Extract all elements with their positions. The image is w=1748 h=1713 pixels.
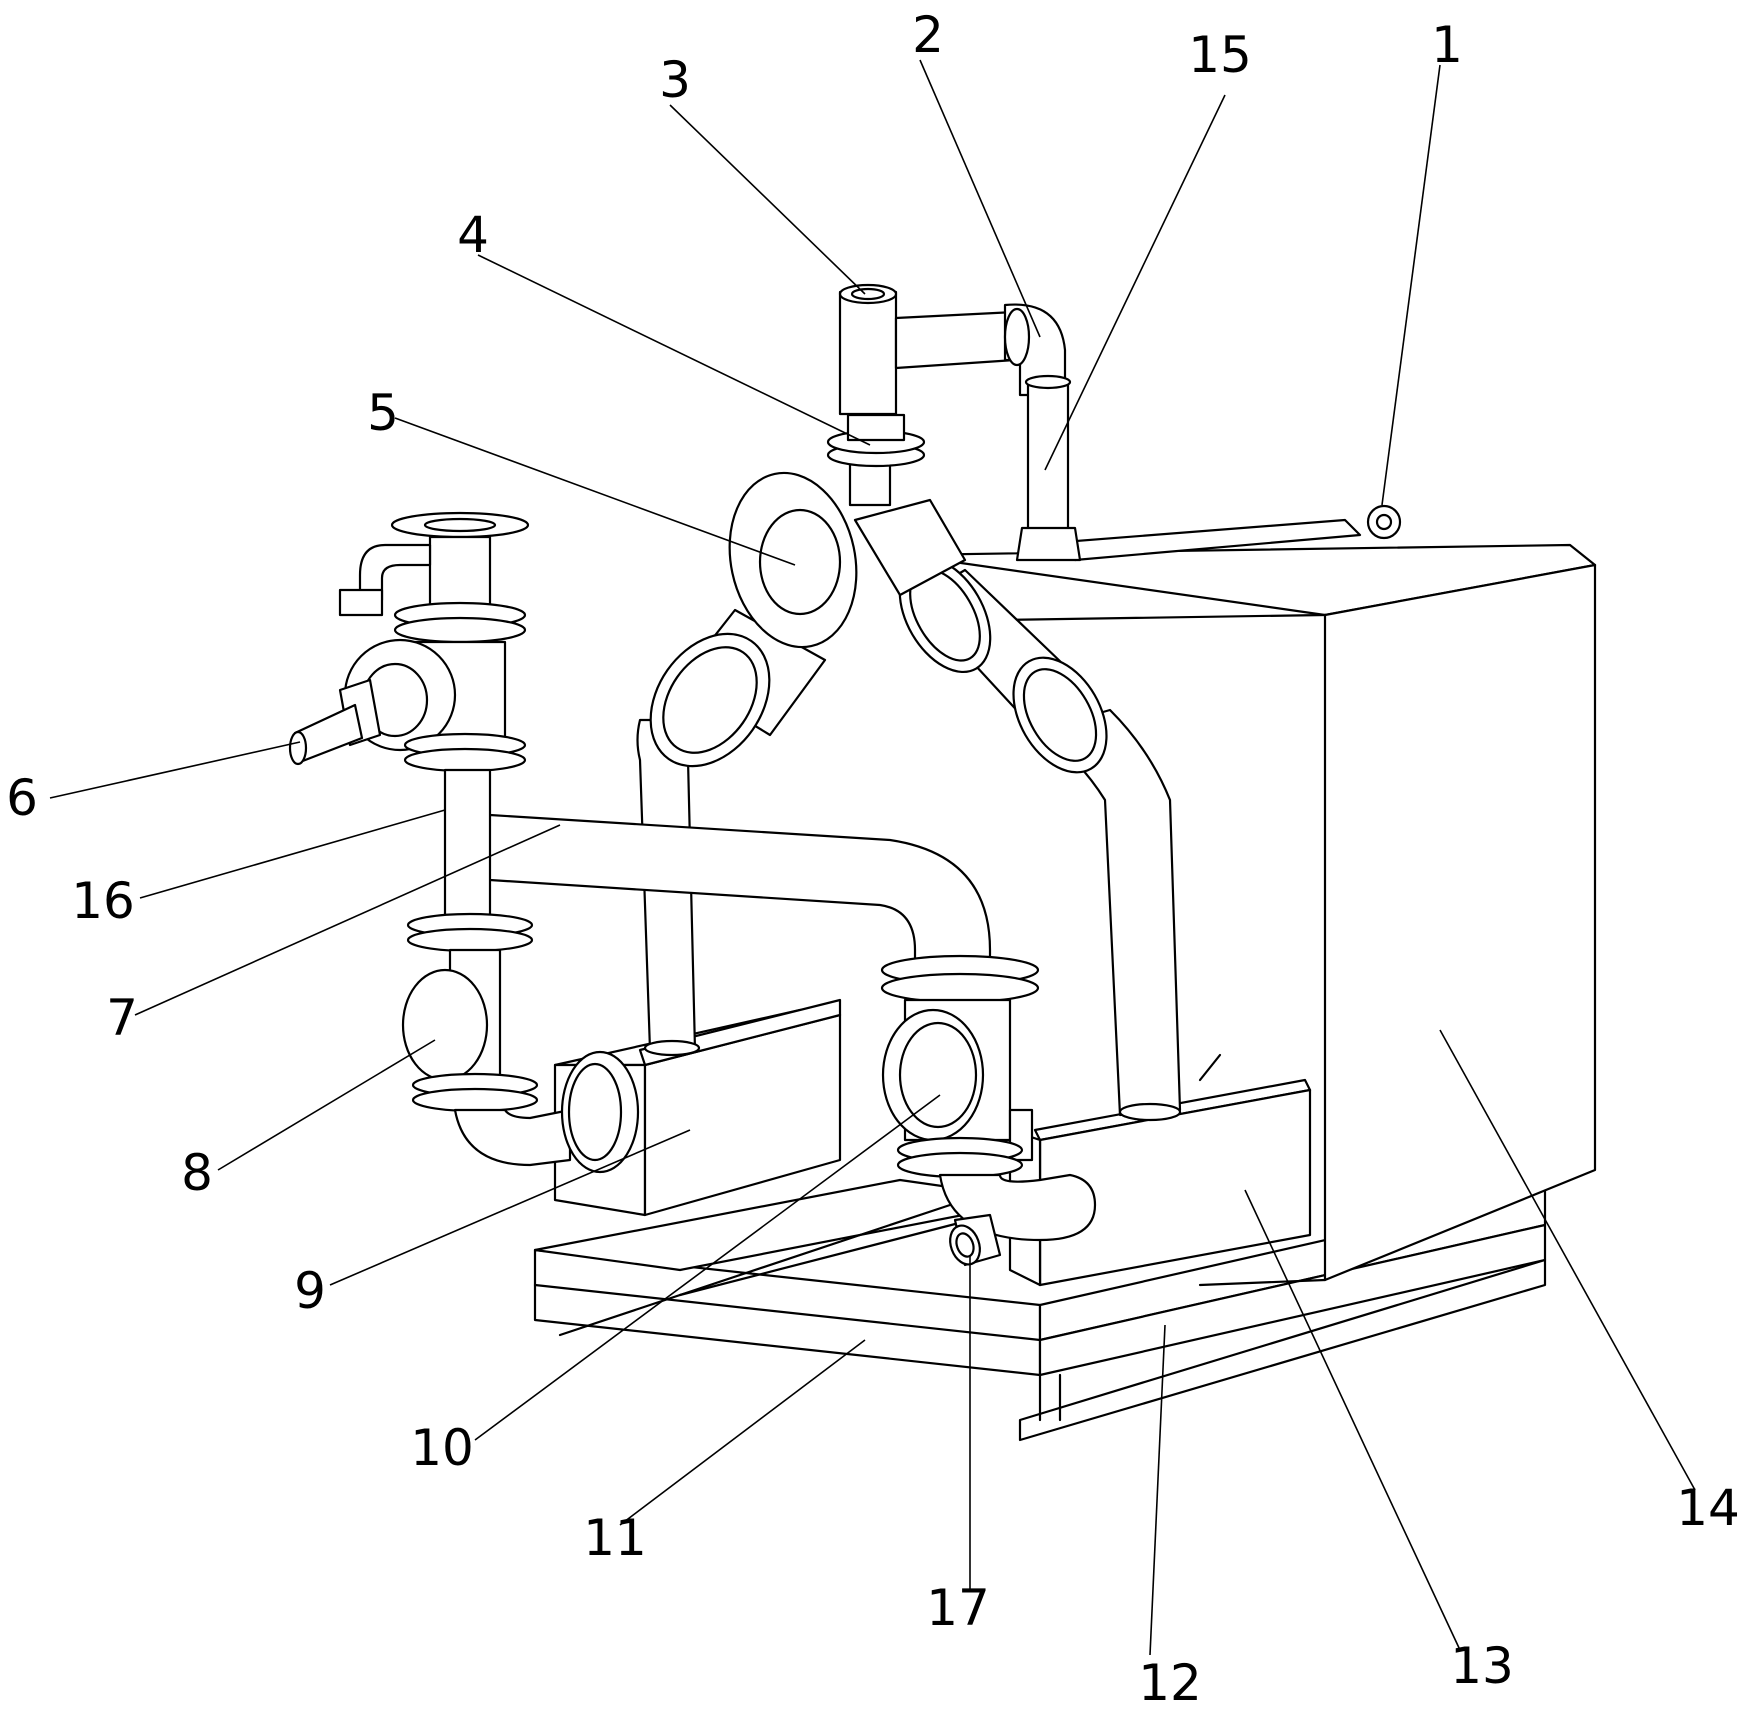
label-9: 9	[294, 1262, 326, 1320]
label-14: 14	[1676, 1479, 1740, 1537]
top-valve	[728, 438, 967, 649]
right-column	[880, 954, 1097, 1267]
leader-14	[1439, 1029, 1696, 1491]
label-4: 4	[457, 206, 489, 264]
leader-12	[1149, 1324, 1166, 1656]
leader-13	[1244, 1189, 1461, 1651]
leader-3	[669, 104, 866, 295]
leader-lines	[49, 59, 1696, 1656]
pump-left	[553, 998, 842, 1217]
leader-10	[474, 1094, 941, 1441]
leader-4	[477, 254, 871, 446]
leader-16	[139, 809, 446, 899]
label-8: 8	[181, 1144, 213, 1202]
label-2: 2	[912, 6, 944, 64]
leader-1	[1381, 64, 1441, 506]
label-12: 12	[1138, 1654, 1202, 1712]
label-17: 17	[926, 1579, 990, 1637]
top-flange-pipe	[826, 283, 1082, 562]
leader-15	[1044, 94, 1226, 471]
left-column	[288, 511, 640, 1174]
reference-numerals: 1 2 3 4 5 6 7 8 9 10 11 12 13 14 15 16 1…	[6, 6, 1740, 1712]
label-6: 6	[6, 769, 38, 827]
label-7: 7	[106, 989, 138, 1047]
label-16: 16	[71, 872, 135, 930]
leader-11	[619, 1339, 866, 1526]
leader-2	[919, 59, 1041, 338]
right-diagonal-pipe	[898, 556, 1108, 774]
label-10: 10	[410, 1419, 474, 1477]
leader-7	[134, 824, 561, 1016]
label-13: 13	[1450, 1637, 1514, 1695]
leader-9	[329, 1129, 691, 1286]
label-11: 11	[583, 1509, 647, 1567]
label-15: 15	[1188, 26, 1252, 84]
tank-box	[903, 504, 1597, 1287]
label-1: 1	[1431, 16, 1463, 74]
leader-6	[49, 741, 301, 799]
horizontal-pipe	[458, 813, 992, 977]
leader-8	[217, 1039, 436, 1171]
label-5: 5	[367, 384, 399, 442]
leader-5	[394, 417, 796, 566]
label-3: 3	[659, 51, 691, 109]
